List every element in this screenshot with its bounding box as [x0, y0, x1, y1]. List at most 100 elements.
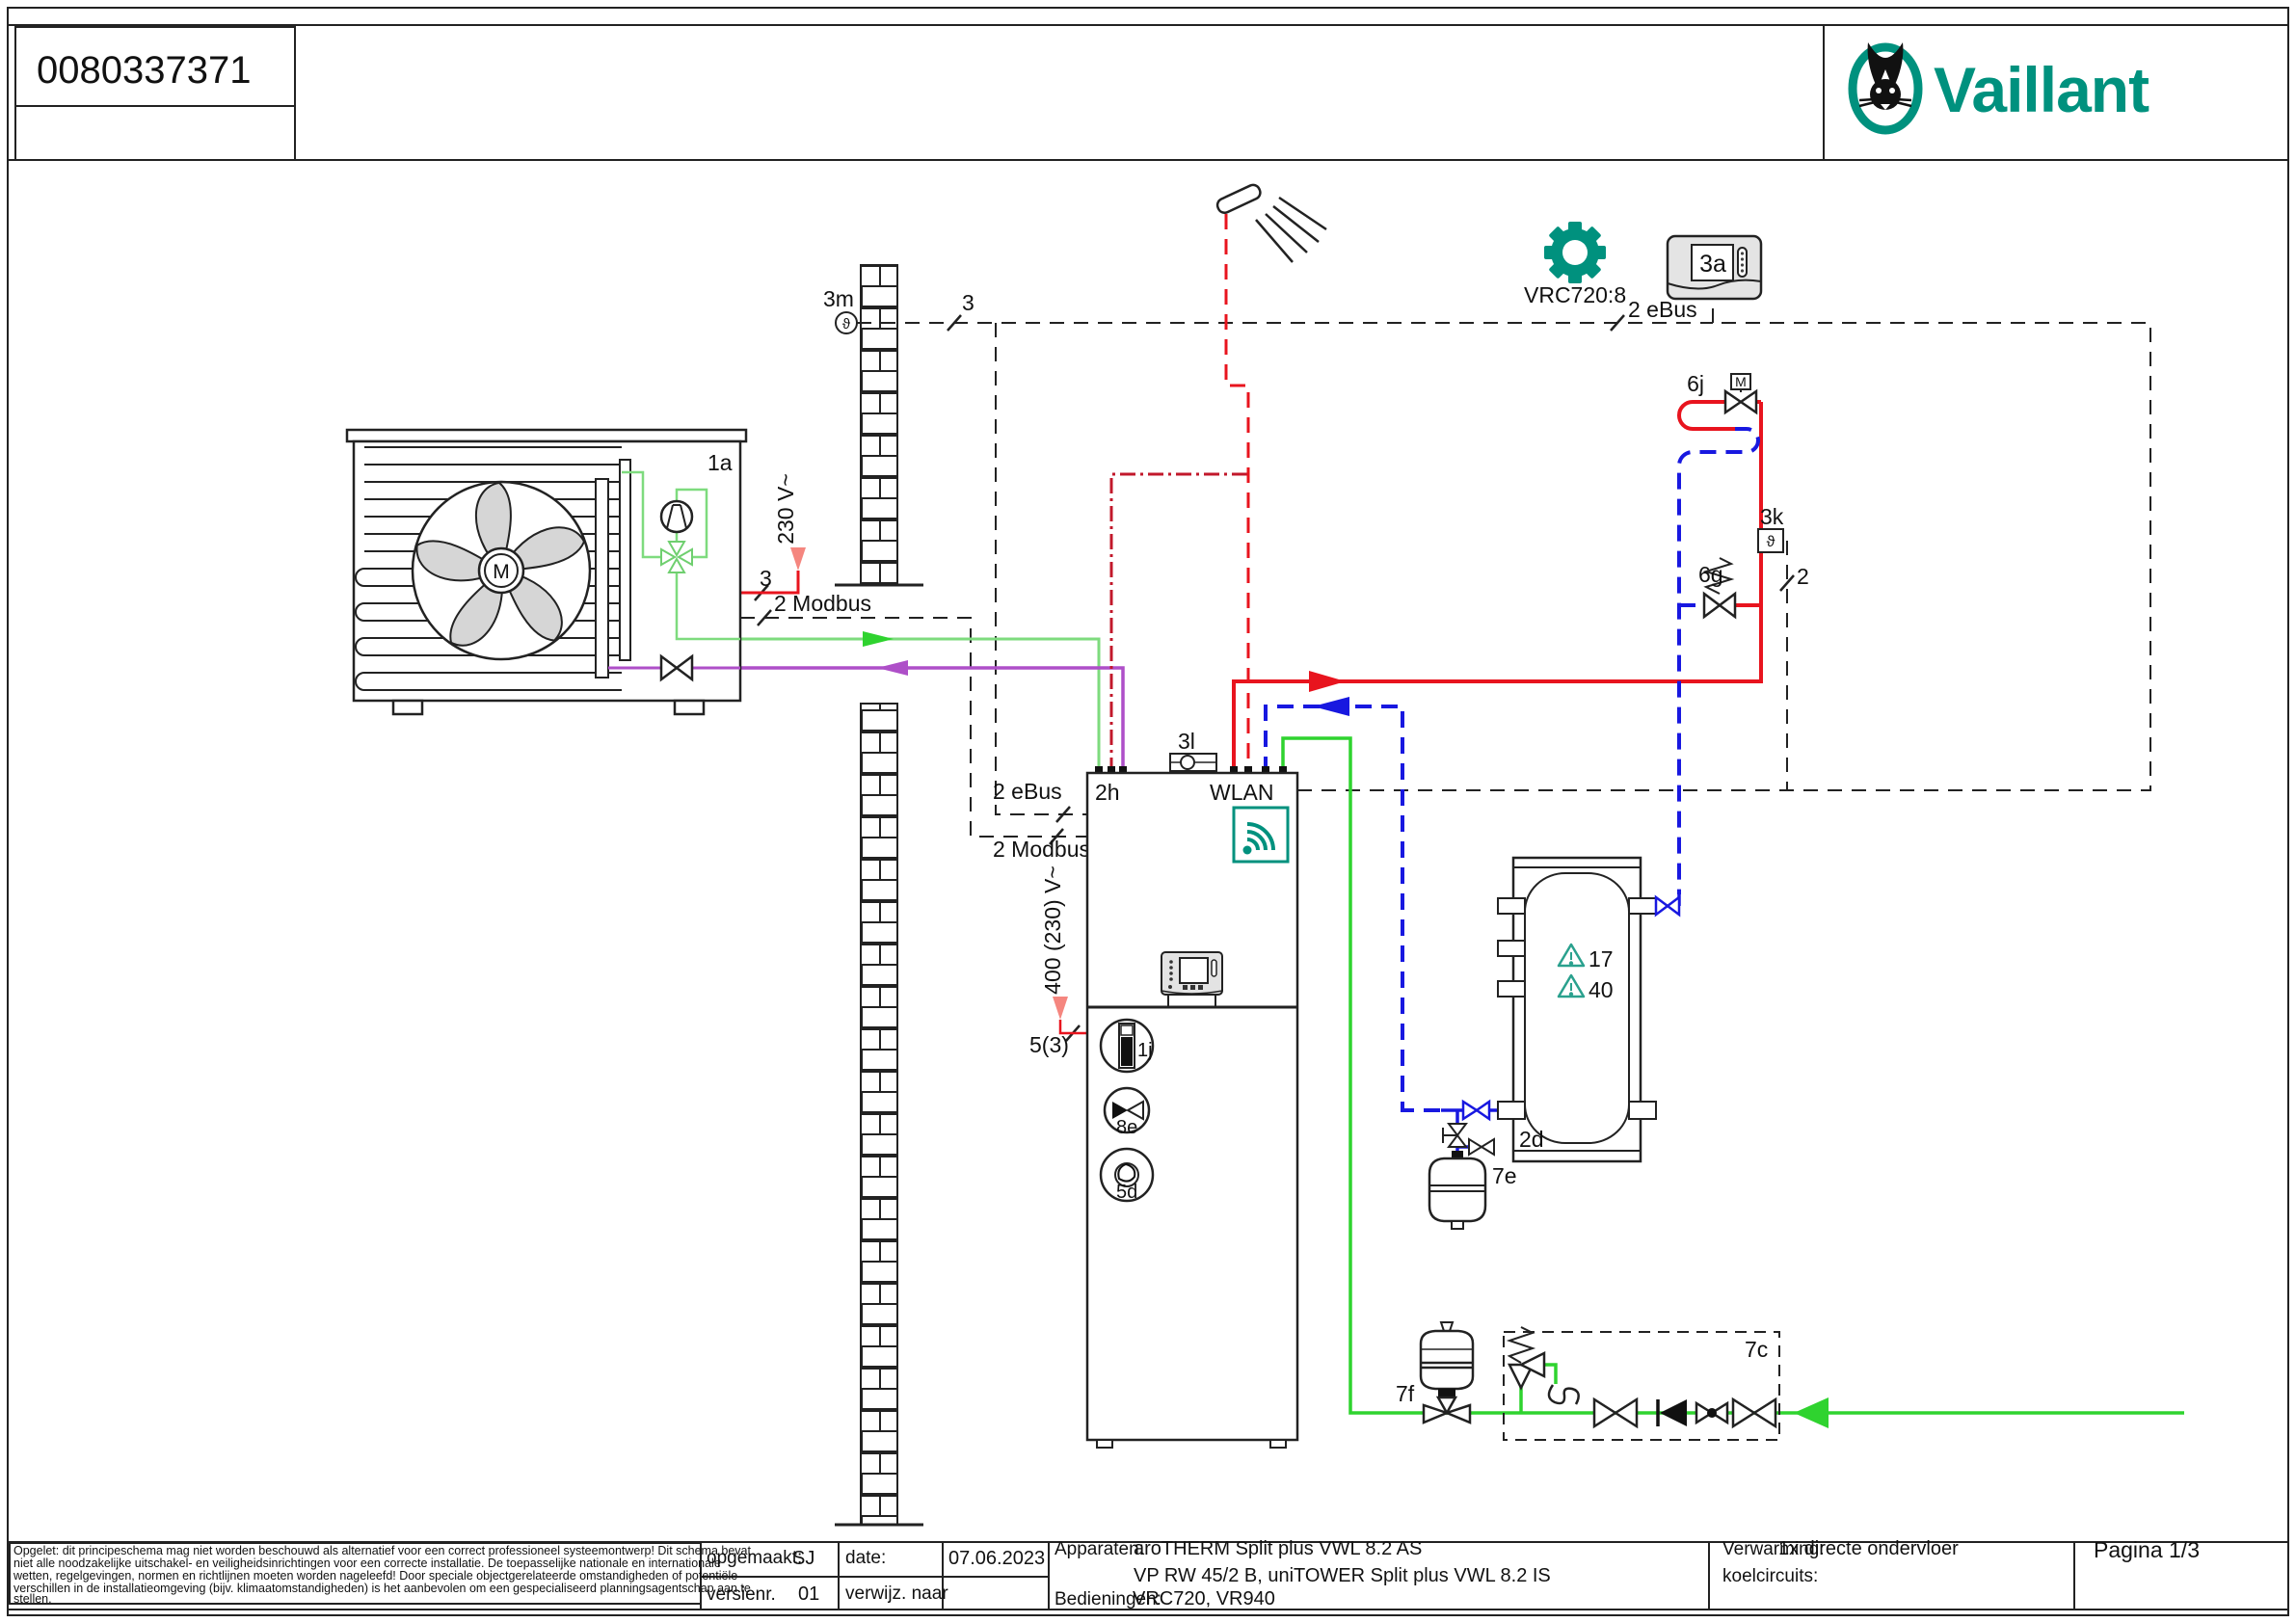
bus-label-3: 3	[962, 290, 974, 315]
koelcircuits-label: koelcircuits:	[1722, 1566, 1818, 1586]
vessel-valve-icon	[1468, 1137, 1495, 1157]
flow-arrow-green-left	[1794, 1397, 1829, 1428]
backup-heater-label: 1j	[1137, 1040, 1153, 1061]
check-valve-icon: 8e	[1103, 1086, 1151, 1138]
check-valve-icon	[1656, 1399, 1687, 1426]
bypass-valve-6g: 6g	[1698, 557, 1737, 620]
bus-label-2-3k: 2	[1797, 564, 1809, 589]
apparaten-line1: aroTHERM Split plus VWL 8.2 AS	[1134, 1538, 1422, 1559]
gear-icon	[1544, 222, 1606, 283]
flow-arrow-purple-left	[877, 660, 908, 676]
title-block: Opgelet: dit principeschema mag niet wor…	[8, 1537, 2288, 1610]
brand-name: Vaillant	[1934, 54, 2149, 125]
flow-arrow-red-right	[1309, 671, 1346, 692]
room-control-label: 3a	[1699, 251, 1726, 278]
heat-pump-outdoor-unit: M 1a	[345, 428, 748, 716]
disclaimer-line: stellen.	[13, 1592, 52, 1606]
flow-sensor-3k: ϑ 3k	[1757, 504, 1784, 553]
expansion-vessel-7e-group: 7e	[1428, 1123, 1517, 1230]
safety-group-label: 7c	[1745, 1337, 1768, 1362]
fan-motor-label: M	[493, 561, 510, 583]
page-frame	[7, 7, 2289, 1616]
expansion-vessel-7e-label: 7e	[1492, 1163, 1517, 1188]
warning-40-label: 40	[1589, 977, 1614, 1002]
pump-label: 5d	[1116, 1182, 1137, 1203]
outdoor-temp-sensor: ϑ 3m	[823, 286, 858, 334]
flow-arrow-green-right	[863, 631, 894, 647]
heating-return-line	[1264, 427, 1760, 1112]
unitower-display-panel	[1161, 951, 1223, 1007]
dhw-line	[1224, 214, 1250, 773]
vaillant-logo: Vaillant	[1848, 42, 2150, 135]
shutoff-valve-icon	[1731, 1397, 1777, 1429]
unitower-indoor-unit: 3l 2h WLAN	[1085, 729, 1299, 1449]
bus-label-2modbus-ut: 2 Modbus	[993, 837, 1090, 862]
bus-label-2modbus-hp: 2 Modbus	[774, 591, 871, 616]
backup-heater-icon: 1j	[1099, 1018, 1155, 1074]
warning-triangle-icon	[1557, 943, 1586, 998]
expansion-vessel-7f-group: 7f	[1396, 1321, 1475, 1424]
refrigerant-lines	[740, 631, 1125, 773]
shutoff-valve-icon	[659, 653, 694, 682]
shower-icon	[1215, 183, 1327, 263]
pump-icon: 5d	[1099, 1147, 1155, 1203]
product-code: 0080337371	[37, 49, 251, 92]
shutoff-valve-icon	[1592, 1397, 1639, 1429]
fan-icon: M	[411, 480, 592, 661]
opgemaakt-label: opgemaakt:	[707, 1548, 802, 1568]
opgemaakt-value: SJ	[792, 1548, 814, 1569]
outdoor-unit-label: 1a	[707, 450, 733, 475]
tank-outlet-valve-icon	[1461, 1099, 1491, 1122]
safety-valve-icon	[1506, 1326, 1580, 1405]
wlan-label: WLAN	[1210, 780, 1273, 805]
disclaimer-line: niet alle noodzakelijke uitschakel- en v…	[13, 1556, 721, 1570]
mains-arrow-icon	[790, 547, 806, 571]
bypass-valve-label: 6g	[1698, 562, 1723, 587]
outdoor-sensor-label: 3m	[823, 286, 854, 311]
sensor-theta-glyph: ϑ	[1767, 534, 1775, 550]
date-label: date:	[845, 1548, 886, 1568]
three-way-valve-icon	[1422, 1396, 1472, 1424]
versienr-value: 01	[798, 1583, 819, 1605]
compressor-icon	[659, 499, 694, 534]
zone-valve-motor-label: M	[1735, 374, 1747, 389]
bus-lines	[740, 299, 2151, 838]
warning-17-label: 17	[1589, 946, 1614, 971]
mains-outdoor-cores: 3	[760, 566, 772, 591]
mains-outdoor-label: 230 V~	[773, 473, 798, 545]
buffer-tank-label: 2d	[1519, 1127, 1544, 1152]
apparaten-line2: VP RW 45/2 B, uniTOWER Split plus VWL 8.…	[1134, 1565, 1551, 1586]
expansion-vessel-7f-label: 7f	[1396, 1381, 1415, 1406]
tank-inlet-valve-icon	[1654, 894, 1681, 918]
safety-group-7c: 7c	[1503, 1326, 1780, 1441]
verwarming-label: Verwarming:	[1722, 1539, 1825, 1559]
metering-valve-icon	[1695, 1400, 1729, 1425]
date-value: 07.06.2023	[948, 1548, 1045, 1569]
pagina-label: Pagina 1/3	[2094, 1537, 2200, 1562]
bedieningen-value: VRC720, VR940	[1133, 1588, 1275, 1610]
disclaimer-line: verschillen in de installatieomgeving (b…	[13, 1582, 751, 1595]
check-valve-label: 8e	[1116, 1117, 1137, 1138]
disclaimer-line: Opgelet: dit principeschema mag niet wor…	[13, 1544, 752, 1557]
top-sensor-label: 3l	[1178, 729, 1195, 754]
top-sensor-3l: 3l	[1169, 729, 1217, 772]
drain-funnel-icon	[1547, 1384, 1580, 1405]
vrc-controller-label: VRC720:8	[1524, 282, 1626, 307]
mains-indoor-label: 400 (230) V~	[1040, 865, 1065, 995]
zone-valve-label: 6j	[1687, 371, 1704, 396]
four-way-valve-icon	[660, 541, 693, 573]
disclaimer-line: wetten, regelgevingen, normen en richtli…	[13, 1569, 737, 1583]
mains-indoor-cores: 5(3)	[1029, 1032, 1069, 1057]
indoor-unit-label: 2h	[1095, 780, 1120, 805]
bedieningen-label: Bedieningen:	[1055, 1589, 1161, 1610]
disclaimer: Opgelet: dit principeschema mag niet wor…	[13, 1544, 752, 1606]
cold-water-line	[1281, 736, 2184, 1415]
bus-label-2ebus-ut: 2 eBus	[993, 779, 1062, 804]
mains-indoor: 400 (230) V~ 5(3)	[1029, 865, 1087, 1057]
versienr-label: versienr.	[707, 1584, 776, 1605]
buffer-tank: 17 40 2d	[1497, 856, 1657, 1163]
hp-internal-piping	[622, 470, 740, 641]
sensor-theta-glyph: ϑ	[842, 316, 851, 333]
expansion-vessel-icon	[1428, 1151, 1487, 1230]
